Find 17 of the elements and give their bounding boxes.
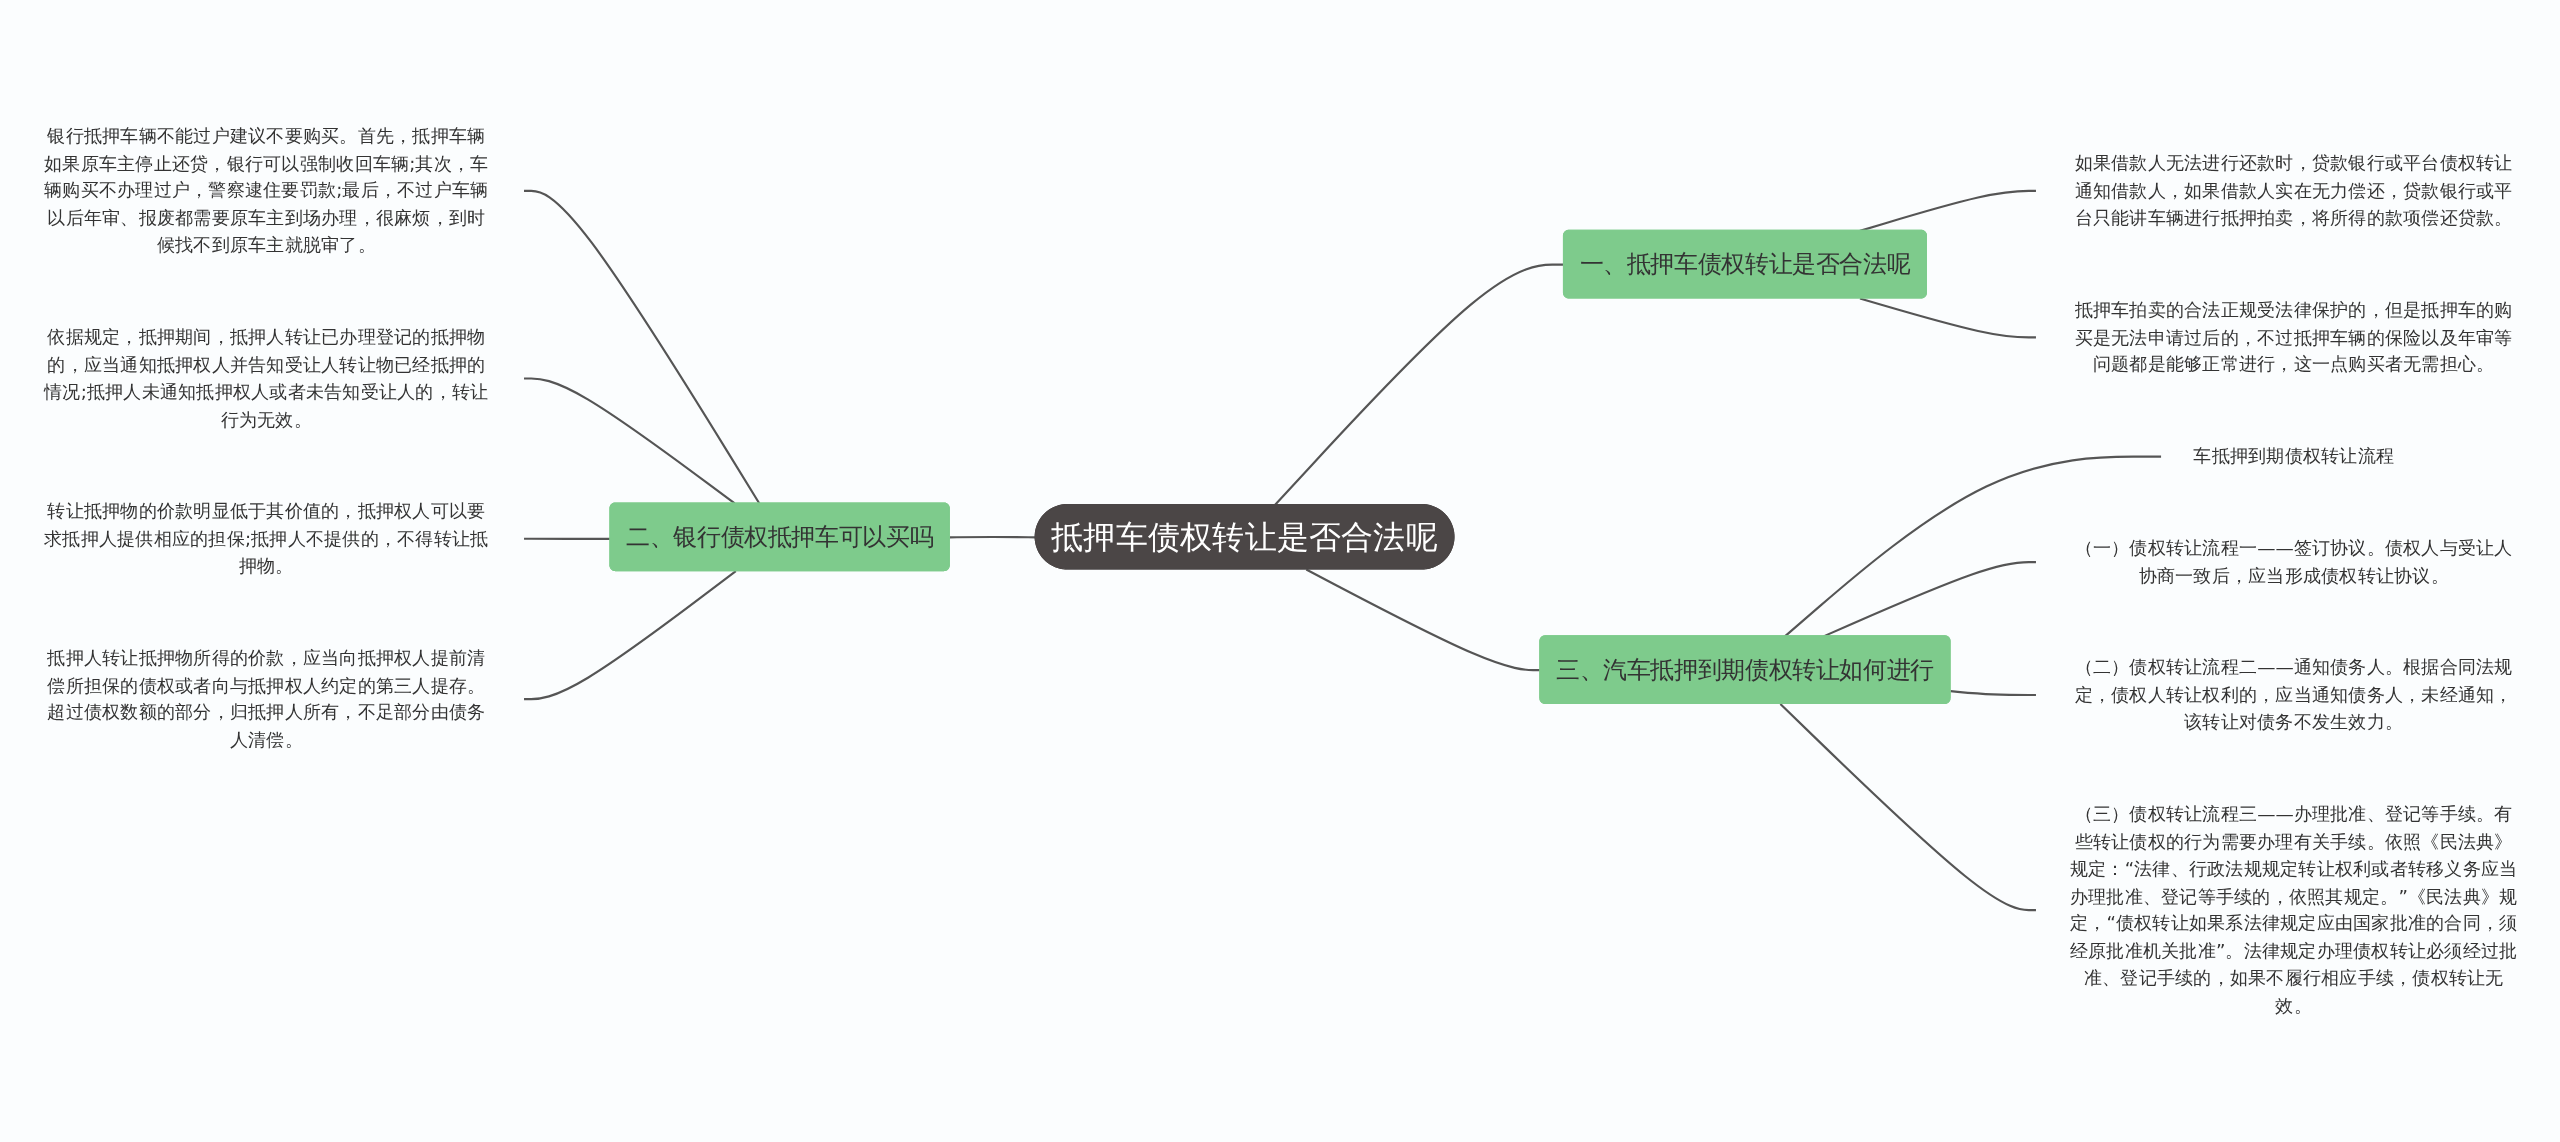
connector	[1859, 189, 2036, 232]
node-text: 银行抵押车辆不能过户建议不要购买。首先，抵押车辆如果原车主停止还贷，银行可以强制收回车辆;其次，车辆购买不办理过户，警察逮住要罚款;最后，不过户车辆以后年审、报废都需要原车主到场办理，很麻烦，到时候找不到原车主就脱审了。	[44, 124, 489, 256]
node-text: 车抵押到期债权转让流程	[2193, 445, 2395, 467]
node-text: 抵押车拍卖的合法正规受法律保护的，但是抵押车的购买是无法申请过后的，不过抵押车辆的保险以及年审等问题都是能够正常进行，这一点购买者无需担心。	[2074, 298, 2513, 375]
connector	[1859, 297, 2036, 339]
node-text: （一）债权转让流程一——签订协议。债权人与受让人协商一致后，应当形成债权转让协议。	[2074, 536, 2513, 586]
node-text: （三）债权转让流程三——办理批准、登记等手续。有些转让债权的行为需要办理有关手续。依照《民法典》规定：“法律、行政法规规定转让权利或者转移义务应当办理批准、登记等手续的，依照其规定。”《民法典》规定，“债权转让如果系法律规定应由国家批准的合同，须经原批准机关批准”。法律规定办理债权转让必须经过批准、登记手续的，如果不履行相应手续，债权转让无效。	[2069, 802, 2518, 1016]
connector	[1779, 703, 2036, 912]
connector	[949, 535, 1036, 539]
connector	[1950, 690, 2036, 697]
connector	[524, 570, 737, 701]
node-text: 如果借款人无法进行还款时，贷款银行或平台债权转让通知借款人，如果借款人实在无力偿还，贷款银行或平台只能讲车辆进行抵押拍卖，将所得的款项偿还贷款。	[2074, 151, 2513, 229]
node-text: 转让抵押物的价款明显低于其价值的，抵押权人可以要求抵押人提供相应的担保;抵押人不提供的，不得转让抵押物。	[44, 499, 489, 577]
node-text: （二）债权转让流程二——通知债务人。根据合同法规定，债权人转让权利的，应当通知债务人，未经通知，该转让对债务不发生效力。	[2074, 656, 2513, 733]
node-text: 抵押人转让抵押物所得的价款，应当向抵押权人提前清偿所担保的债权或者向与抵押权人约定的第三人提存。超过债权数额的部分，归抵押人所有，不足部分由债务人清偿。	[47, 646, 486, 751]
connector	[1274, 263, 1564, 506]
node-text: 依据规定，抵押期间，抵押人转让已办理登记的抵押物的，应当通知抵押权人并告知受让人转让物已经抵押的情况;抵押人未通知抵押权人或者未告知受让人的，转让行为无效。	[44, 325, 489, 430]
